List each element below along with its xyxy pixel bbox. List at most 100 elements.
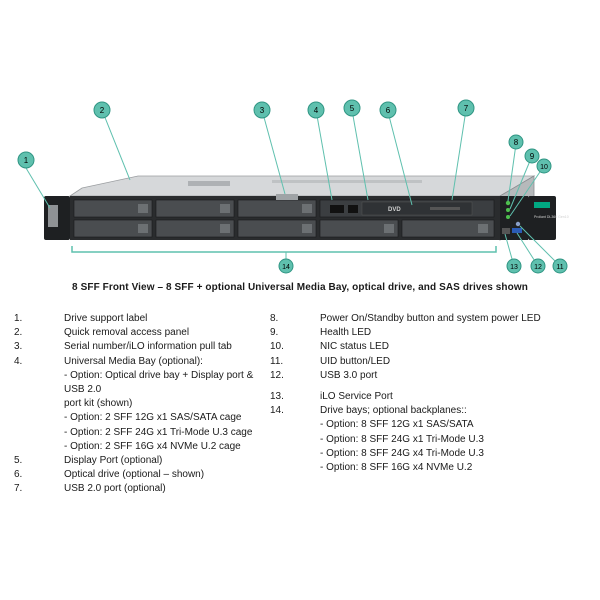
legend-number [270, 447, 320, 461]
legend-number [14, 426, 64, 440]
dvd-logo: DVD [388, 207, 401, 213]
legend-left-item: 7. USB 2.0 port (optional) [14, 482, 284, 496]
legend-number: 3. [14, 341, 23, 353]
usb3-port [512, 228, 522, 233]
model-label: Proliant DL360 Gen10 [534, 215, 569, 219]
legend-number [14, 440, 64, 454]
svg-text:3: 3 [260, 106, 265, 115]
usb2-port [348, 205, 358, 213]
legend-number [270, 418, 320, 432]
legend-number: 13. [270, 391, 284, 403]
legend-number [14, 397, 64, 411]
nic-status-led [506, 215, 510, 219]
legend-text: USB 2.0 [64, 384, 102, 396]
chassis-top [68, 175, 536, 197]
legend-number: 14. [270, 405, 284, 417]
legend-right-item [270, 383, 590, 390]
callout-11: 11 [552, 258, 568, 274]
legend-text [320, 383, 590, 390]
legend-left-item: 3.Serial number/iLO information pull tab [14, 340, 284, 354]
callouts: 1 2 3 4 5 6 7 8 9 10 11 12 13 14 [17, 99, 568, 274]
svg-text:1: 1 [24, 156, 29, 165]
legend-number [14, 383, 64, 397]
legend-number: 7. [14, 483, 23, 495]
legend-number [14, 369, 64, 383]
legend-number: 1. [14, 313, 23, 324]
legend-right-item: 14. Drive bays; optional backplanes:: [270, 404, 590, 418]
svg-text:4: 4 [314, 106, 319, 115]
legend-right-item: 10. NIC status LED [270, 340, 590, 354]
legend-number: 12. [270, 369, 284, 381]
svg-text:5: 5 [350, 104, 355, 113]
callout-7: 7 [457, 99, 475, 117]
legend-left-item: 6.Optical drive (optional – shown) [14, 468, 284, 482]
legend-text: Display Port (optional) [64, 455, 163, 467]
callout-14: 14 [278, 258, 294, 274]
svg-text:14: 14 [282, 264, 290, 271]
svg-text:7: 7 [464, 104, 469, 113]
legend-left-item: 1.Drive support label [14, 312, 284, 326]
legend-right-item: - Option: 8 SFF 24G x4 Tri-Mode U.3 [270, 447, 590, 461]
callout-13: 13 [506, 258, 522, 274]
legend-text: - Option: 8 SFF 16G x4 NVMe U.2 [320, 462, 473, 474]
legend-text: - Option: 8 SFF 12G x1 SAS/SATA [320, 419, 474, 431]
callout-12: 12 [530, 258, 546, 274]
legend-text: iLO Service Port [320, 391, 393, 403]
legend-text: - Option: 8 SFF 24G x1 Tri-Mode U.3 [320, 433, 484, 445]
legend-text: NIC status LED [320, 341, 389, 353]
legend-text: Optical drive (optional – shown) [64, 469, 205, 481]
svg-text:8: 8 [514, 138, 519, 147]
legend-right-item: - Option: 8 SFF 12G x1 SAS/SATA [270, 418, 590, 432]
server-front-diagram: DVD Proliant DL360 Gen10 1 2 3 4 5 6 7 [17, 99, 569, 274]
legend-number: 10. [270, 341, 284, 353]
callout-2: 2 [93, 101, 111, 119]
serial-pull-tab [276, 194, 298, 200]
callout-9: 9 [524, 148, 540, 164]
legend-text: Power On/Standby button and system power… [320, 313, 541, 324]
legend-number: 2. [14, 327, 23, 339]
legend-text: - Option: Optical drive bay + Display po… [64, 369, 254, 381]
optical-drive [361, 201, 473, 216]
legend-text: USB 3.0 port [320, 369, 378, 381]
legend-text: Health LED [320, 327, 372, 339]
svg-text:9: 9 [530, 152, 535, 161]
uid-button-led [515, 221, 521, 227]
svg-text:6: 6 [386, 106, 391, 115]
callout-10: 10 [536, 158, 552, 174]
legend-text: - Option: 2 SFF 12G x1 SAS/SATA cage [64, 412, 242, 424]
legend-left-item: port kit (shown) [14, 397, 284, 411]
legend-number [270, 461, 320, 475]
svg-text:10: 10 [540, 164, 548, 171]
legend-text: Drive bays; optional backplanes:: [320, 405, 467, 417]
svg-text:12: 12 [534, 264, 542, 271]
callout-4: 4 [307, 101, 325, 119]
legend-text: Universal Media Bay (optional): [64, 355, 203, 367]
leader-lines [25, 109, 561, 267]
svg-text:2: 2 [100, 106, 105, 115]
legend-number [14, 411, 64, 425]
legend-left-item: 2. Quick removal access panel [14, 326, 284, 340]
svg-text:11: 11 [556, 264, 563, 271]
drive-support-label [48, 205, 58, 227]
health-led [506, 208, 510, 212]
legend-right-item: 11.UID button/LED [270, 355, 590, 369]
legend-right-item: 9. Health LED [270, 326, 590, 340]
legend-text: USB 2.0 port (optional) [64, 483, 166, 495]
legend-text: - Option: 8 SFF 24G x4 Tri-Mode U.3 [320, 447, 484, 459]
drive-bay-bracket [71, 246, 497, 253]
legend-number: 9. [270, 327, 279, 339]
hpe-logo-bar [534, 202, 550, 208]
legend-number [270, 433, 320, 447]
legend-number: 5. [14, 455, 23, 467]
figure-caption: 8 SFF Front View – 8 SFF + optional Univ… [72, 282, 528, 293]
legend-number: 11. [270, 355, 284, 367]
legend-text: port kit (shown) [64, 398, 133, 410]
callout-3: 3 [253, 101, 271, 119]
legend-number: 4. [14, 355, 23, 367]
legend-text: Quick removal access panel [64, 327, 190, 339]
legend-right-item: 12. USB 3.0 port [270, 369, 590, 383]
legend-right-item: 8.Power On/Standby button and system pow… [270, 312, 590, 326]
legend-left-item: - Option: 2 SFF 16G x4 NVMe U.2 cage [14, 440, 284, 454]
legend-left-item: 4. Universal Media Bay (optional): [14, 355, 284, 369]
legend-right-item: - Option: 8 SFF 16G x4 NVMe U.2 [270, 461, 590, 475]
